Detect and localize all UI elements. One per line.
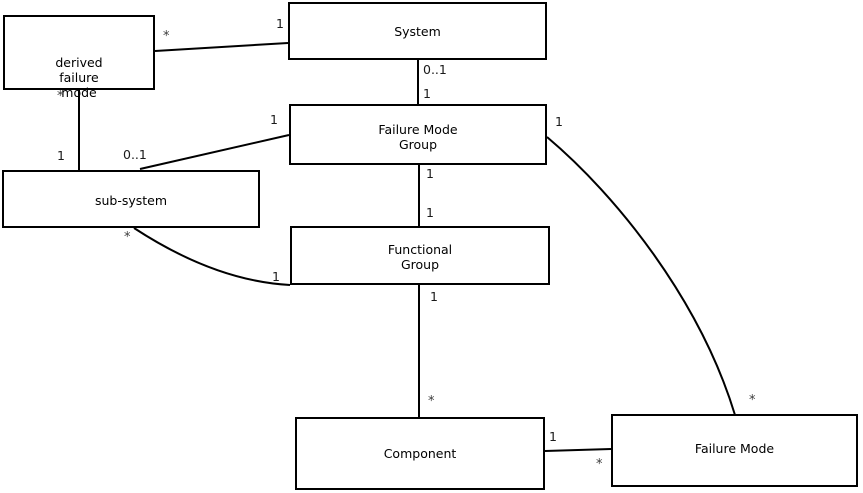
class-box-failure-mode-group[interactable]: Failure Mode Group [289, 104, 547, 165]
association-failure-mode-group-to-failure-mode[interactable] [546, 136, 736, 416]
multiplicity-m-fg-comp-dst: * [428, 394, 435, 409]
multiplicity-m-comp-fm-src: 1 [549, 429, 557, 444]
association-sub-system-to-functional-group[interactable] [133, 227, 291, 286]
multiplicity-m-fmg-fg-src: 1 [426, 166, 434, 181]
multiplicity-m-sub-fmg-dst: 1 [270, 112, 278, 127]
multiplicity-m-dfm-system-src: * [163, 29, 170, 44]
class-name-failure-mode: Failure Mode [694, 441, 775, 456]
multiplicity-m-fg-comp-src: 1 [430, 289, 438, 304]
class-name-functional-group: Functional Group [387, 242, 453, 272]
class-box-system[interactable]: System [288, 2, 547, 60]
multiplicity-m-dfm-sub-dst: 1 [57, 148, 65, 163]
multiplicity-m-system-fmg-dst: 1 [423, 86, 431, 101]
class-box-functional-group[interactable]: Functional Group [290, 226, 550, 285]
multiplicity-m-fmg-fm-src: 1 [555, 114, 563, 129]
class-name-system: System [394, 24, 441, 39]
multiplicity-m-sub-fmg-src: 0..1 [123, 147, 147, 162]
association-component-to-failure-mode[interactable] [544, 448, 612, 452]
class-name-failure-mode-group: Failure Mode Group [378, 122, 458, 152]
multiplicity-m-fmg-fm-dst: * [749, 393, 756, 408]
class-box-failure-mode[interactable]: Failure Mode [611, 414, 858, 487]
multiplicity-m-dfm-system-dst: 1 [276, 16, 284, 31]
class-box-component[interactable]: Component [295, 417, 545, 490]
class-box-derived-failure-mode[interactable]: derived failure mode [3, 15, 155, 100]
class-name-derived-failure-mode: derived failure mode [55, 55, 103, 100]
association-derived-failure-mode-to-system[interactable] [154, 42, 289, 52]
multiplicity-m-sub-fg-dst: 1 [272, 269, 280, 284]
multiplicity-m-system-fmg-src: 0..1 [423, 62, 447, 77]
multiplicity-m-comp-fm-dst: * [596, 457, 603, 472]
multiplicity-m-fmg-fg-dst: 1 [426, 205, 434, 220]
multiplicity-m-dfm-sub-src: * [57, 89, 64, 104]
association-sub-system-to-failure-mode-group[interactable] [139, 134, 290, 170]
class-name-sub-system: sub-system [94, 193, 168, 208]
class-name-component: Component [383, 446, 457, 461]
class-box-sub-system[interactable]: sub-system [2, 170, 260, 228]
multiplicity-m-sub-fg-src: * [124, 230, 131, 245]
